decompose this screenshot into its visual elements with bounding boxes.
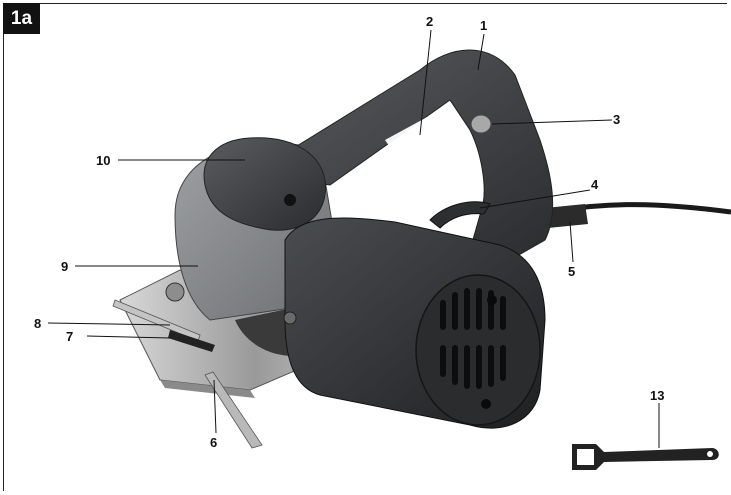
depth-lever	[168, 330, 215, 352]
callout-4: 4	[591, 177, 599, 192]
callout-9: 9	[61, 259, 69, 274]
on-off-switch	[429, 201, 491, 229]
spanner-wrench	[572, 444, 719, 470]
callout-5: 5	[568, 264, 576, 279]
callout-2: 2	[426, 14, 434, 29]
callout-13: 13	[650, 388, 665, 403]
figure-label: 1a	[3, 3, 40, 34]
callout-10: 10	[96, 153, 111, 168]
cable-sleeve	[545, 204, 588, 228]
callout-8: 8	[34, 316, 42, 331]
ventilation-slots	[440, 288, 506, 389]
auxiliary-handle	[203, 137, 327, 231]
parallel-guide	[112, 299, 263, 449]
figure-frame	[3, 3, 727, 491]
bevel-knob	[165, 282, 185, 302]
motor-housing	[284, 217, 546, 429]
callout-6: 6	[210, 435, 218, 450]
callout-3: 3	[613, 112, 621, 127]
main-handle	[248, 49, 554, 261]
riving-knife-screw	[283, 311, 297, 325]
callout-7: 7	[66, 329, 74, 344]
callout-1: 1	[480, 18, 488, 33]
lock-off-button	[470, 114, 492, 134]
callout-leaders	[47, 29, 660, 448]
